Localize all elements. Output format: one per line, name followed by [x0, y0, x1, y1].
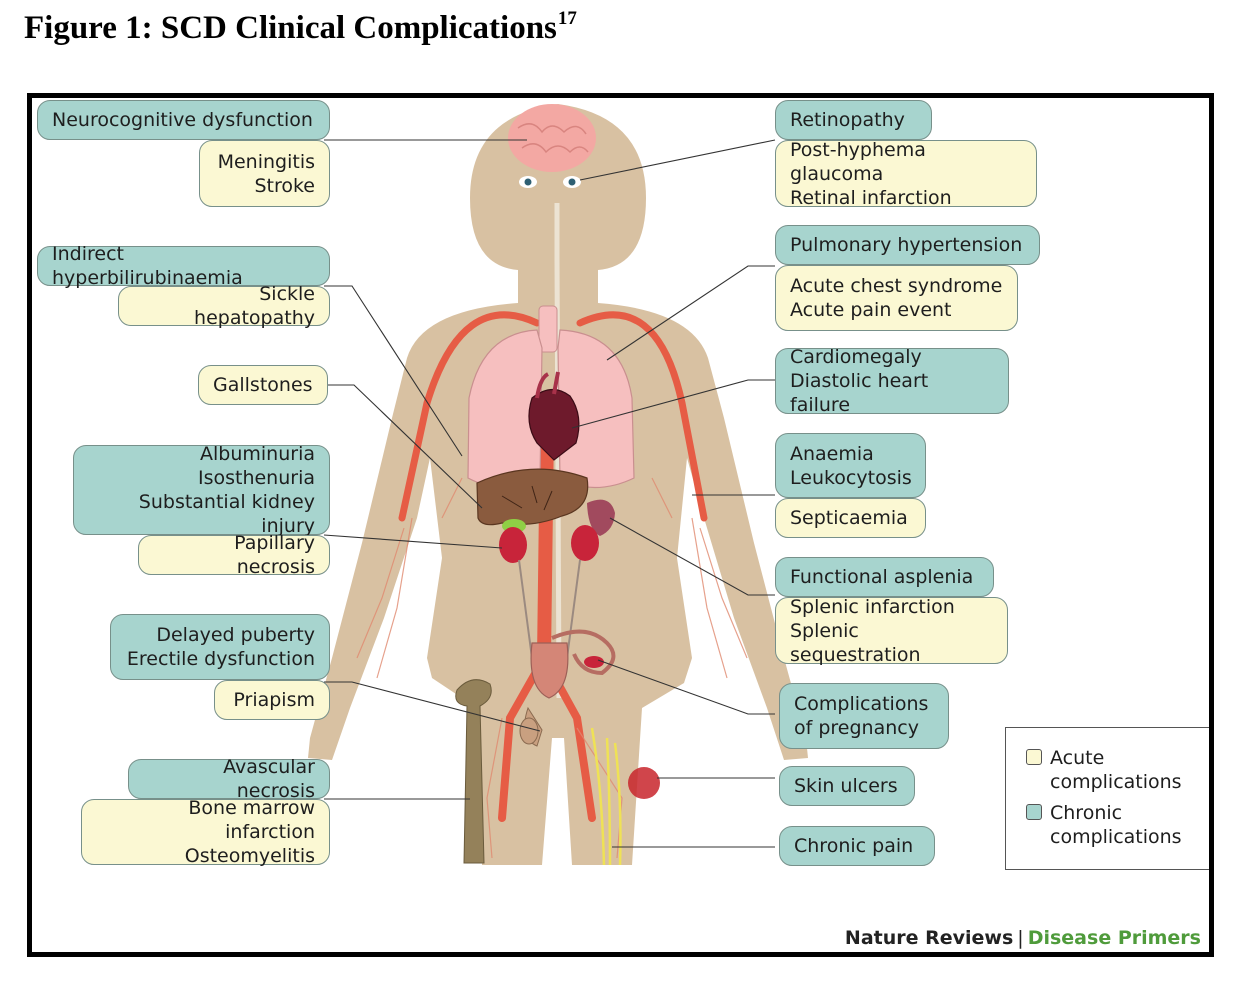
legend-swatch-acute	[1026, 749, 1042, 765]
box-indirect-hyperbilirubinaemia: Indirect hyperbilirubinaemia	[37, 243, 330, 289]
box-complications-of-pregnancy: Complications of pregnancy	[779, 683, 949, 749]
capillaries	[356, 477, 748, 859]
credit-series: Disease Primers	[1027, 927, 1201, 949]
box-neurocognitive-dysfunction: Neurocognitive dysfunction	[37, 100, 330, 140]
heart-vessels	[535, 371, 560, 399]
liver-ducts	[501, 485, 553, 511]
box-papillary-necrosis: Papillary necrosis	[138, 532, 330, 578]
right-kidney	[571, 525, 599, 561]
ovary	[584, 656, 604, 668]
box-text: Chronic pain	[794, 835, 914, 857]
credit-brand: Nature Reviews	[844, 927, 1014, 949]
box-skin-ulcers: Skin ulcers	[779, 766, 915, 806]
box-text: Meningitis Stroke	[217, 150, 315, 197]
leg-structures	[455, 679, 660, 866]
legend: Acute complications Chronic complication…	[1005, 727, 1209, 870]
head-organs	[508, 104, 596, 188]
thorax-organs	[467, 305, 635, 489]
box-text: Acute chest syndrome Acute pain event	[790, 275, 1003, 321]
leader-spleen	[609, 517, 775, 596]
box-priapism: Priapism	[214, 680, 330, 720]
spinal-cord	[554, 203, 562, 699]
spleen	[587, 499, 615, 536]
box-text: Neurocognitive dysfunction	[52, 109, 313, 131]
box-text: Pulmonary hypertension	[790, 234, 1023, 256]
leader-cardiac	[571, 379, 775, 429]
box-splenic-infarction-sequestration: Splenic infarction Splenic sequestration	[775, 595, 1008, 666]
right-subclavian-artery	[576, 311, 708, 522]
left-pupil	[524, 178, 532, 186]
leader-pulmonary	[606, 265, 775, 361]
figure-credit: Nature Reviews|Disease Primers	[845, 927, 1201, 949]
box-post-hyphema-glaucoma-retinal-infarction: Post-hyphema glaucoma Retinal infarction	[775, 138, 1037, 209]
credit-separator: |	[1017, 927, 1024, 949]
sciatic-nerve	[590, 727, 622, 866]
legend-label-acute: Acute complications	[1050, 747, 1182, 793]
box-text: Skin ulcers	[794, 775, 898, 797]
box-text: Sickle hepatopathy	[194, 283, 315, 329]
box-text: Functional asplenia	[790, 566, 974, 588]
figure-title-reference: 17	[557, 8, 577, 29]
box-text: Albuminuria Isosthenuria Substantial kid…	[138, 443, 315, 537]
box-text: Gallstones	[213, 374, 313, 396]
box-meningitis-stroke: Meningitis Stroke	[199, 140, 330, 207]
abdominal-organs	[476, 468, 616, 747]
box-sickle-hepatopathy: Sickle hepatopathy	[118, 283, 330, 329]
box-gallstones: Gallstones	[198, 365, 328, 405]
box-text: Anaemia Leukocytosis	[790, 442, 912, 489]
box-septicaemia: Septicaemia	[775, 498, 926, 538]
box-text: Septicaemia	[790, 507, 908, 529]
box-text: Avascular necrosis	[223, 756, 315, 802]
box-text: Indirect hyperbilirubinaemia	[52, 243, 243, 289]
box-text: Complications of pregnancy	[794, 693, 929, 739]
box-bone-marrow-infarction-osteomyelitis: Bone marrow infarction Osteomyelitis	[81, 797, 330, 867]
box-text: Post-hyphema glaucoma Retinal infarction	[790, 138, 952, 209]
box-functional-asplenia: Functional asplenia	[775, 557, 994, 597]
box-delayed-puberty-erectile-dysfunction: Delayed puberty Erectile dysfunction	[110, 614, 330, 680]
box-pulmonary-hypertension: Pulmonary hypertension	[775, 225, 1040, 265]
body-illustration	[308, 104, 808, 866]
box-text: Delayed puberty Erectile dysfunction	[126, 624, 315, 670]
left-iliac-artery	[498, 654, 548, 822]
ureters	[518, 559, 581, 659]
leader-retinopathy	[579, 139, 776, 181]
box-chronic-pain: Chronic pain	[779, 826, 935, 866]
brain	[508, 104, 596, 172]
box-acute-chest-syndrome-pain-event: Acute chest syndrome Acute pain event	[775, 265, 1018, 331]
testis	[519, 717, 539, 745]
uterus	[551, 629, 616, 676]
skin-ulcer	[628, 767, 660, 799]
femur	[455, 679, 492, 864]
box-text: Cardiomegaly Diastolic heart failure	[790, 346, 929, 416]
box-avascular-necrosis: Avascular necrosis	[128, 756, 330, 802]
leader-gallstones	[324, 384, 483, 509]
aorta	[537, 421, 554, 665]
left-kidney	[499, 527, 527, 563]
box-retinopathy: Retinopathy	[775, 100, 932, 140]
legend-swatch-chronic	[1026, 804, 1042, 820]
bladder	[530, 642, 569, 699]
box-text: Splenic infarction Splenic sequestration	[790, 595, 955, 666]
box-text: Priapism	[233, 689, 315, 711]
box-text: Papillary necrosis	[234, 532, 315, 578]
right-pupil	[568, 178, 576, 186]
left-subclavian-artery	[398, 311, 541, 522]
figure-title-text: Figure 1: SCD Clinical Complications	[24, 10, 557, 46]
box-albuminuria-isosthenuria-kidney-injury: Albuminuria Isosthenuria Substantial kid…	[73, 443, 330, 537]
box-cardiomegaly-diastolic-heart-failure: Cardiomegaly Diastolic heart failure	[775, 346, 1009, 416]
leader-priapism	[324, 681, 541, 732]
leader-papillary	[323, 534, 503, 549]
brain-folds	[517, 123, 589, 154]
leader-pregnancy	[597, 659, 775, 715]
legend-label-chronic: Chronic complications	[1050, 802, 1182, 848]
box-text: Retinopathy	[790, 109, 905, 131]
liver	[476, 468, 589, 526]
figure-title: Figure 1: SCD Clinical Complications17	[24, 8, 577, 47]
trachea	[538, 305, 558, 353]
box-text: Bone marrow infarction Osteomyelitis	[184, 797, 315, 867]
leader-hyperbilirubinaemia	[324, 285, 463, 457]
box-anaemia-leukocytosis: Anaemia Leukocytosis	[775, 433, 926, 498]
figure-frame: Neurocognitive dysfunction Meningitis St…	[27, 93, 1214, 957]
leader-lines	[323, 139, 776, 848]
